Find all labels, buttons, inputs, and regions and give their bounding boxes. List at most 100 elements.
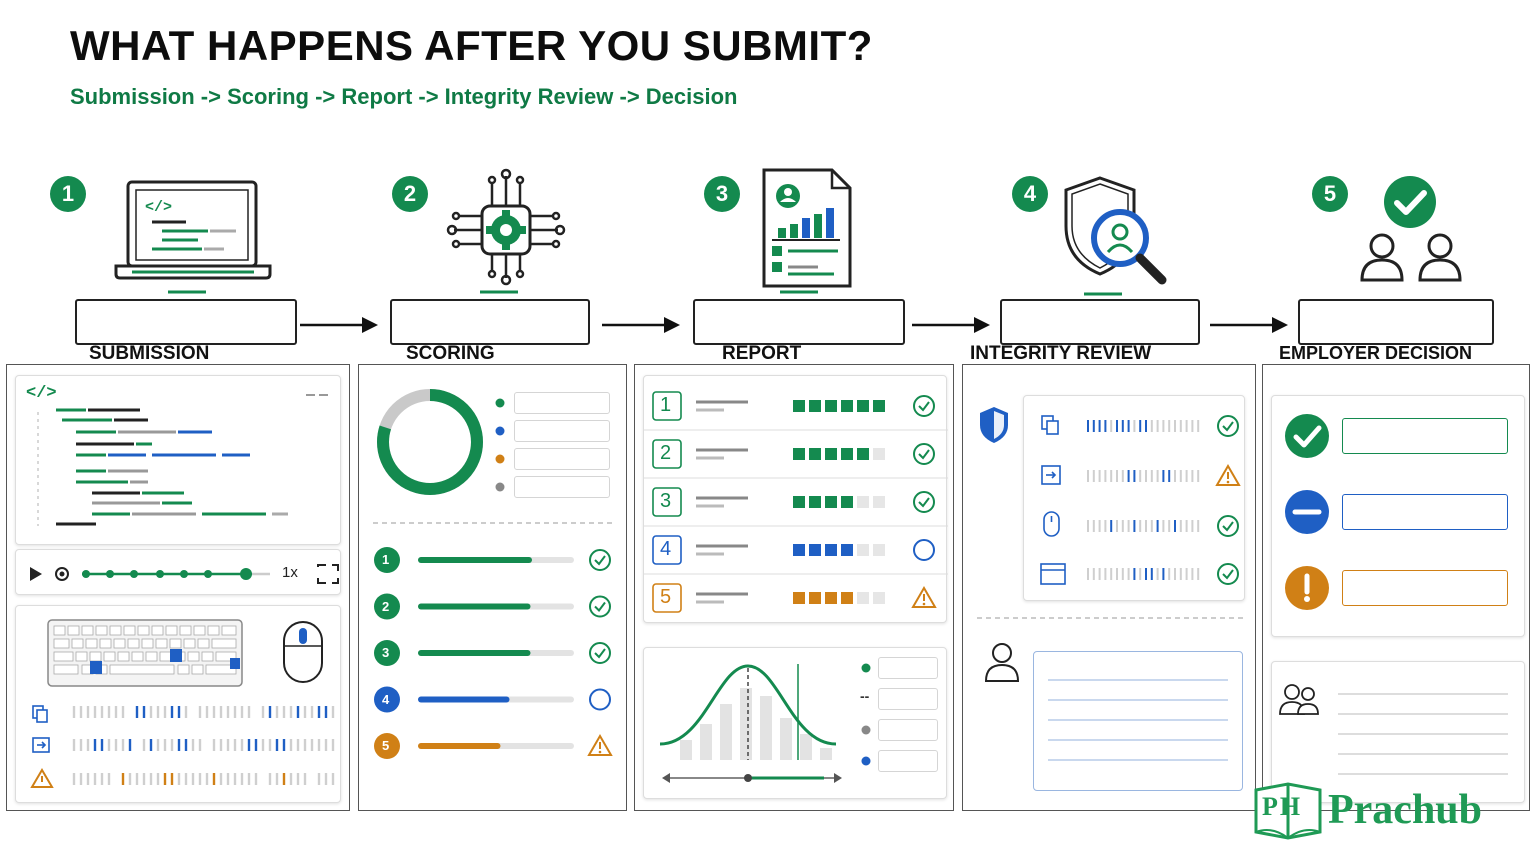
score-row-badge bbox=[374, 593, 400, 620]
check-circle-icon bbox=[1217, 515, 1239, 537]
report-level-square bbox=[857, 400, 869, 412]
check-circle-icon bbox=[589, 642, 611, 664]
mouse-icon bbox=[283, 621, 323, 683]
arrow-right-icon bbox=[300, 317, 378, 333]
activity-card bbox=[15, 605, 341, 803]
score-row-number: 3 bbox=[382, 645, 390, 660]
stage-2-box bbox=[390, 299, 590, 345]
score-row-badge bbox=[374, 640, 400, 666]
gear-circuit-icon bbox=[444, 168, 568, 296]
stage-1-number: 1 bbox=[50, 176, 86, 212]
report-level-square bbox=[809, 448, 821, 460]
copy-icon bbox=[1041, 415, 1059, 435]
report-level-square bbox=[809, 592, 821, 604]
report-level-square bbox=[873, 496, 885, 508]
report-level-square bbox=[825, 448, 837, 460]
report-level-square bbox=[841, 496, 853, 508]
report-level-square bbox=[857, 544, 869, 556]
check-circle-icon bbox=[1217, 415, 1239, 437]
warning-icon bbox=[587, 734, 613, 756]
report-level-square bbox=[793, 496, 805, 508]
people-check-icon bbox=[1352, 172, 1472, 286]
score-row-number: 4 bbox=[382, 691, 390, 707]
alert-icon bbox=[1285, 566, 1329, 610]
report-level-square bbox=[857, 448, 869, 460]
submission-panel: </> bbox=[6, 364, 350, 811]
score-row-number: 2 bbox=[382, 598, 390, 614]
open-circle-icon bbox=[589, 688, 611, 711]
warning-icon bbox=[30, 768, 54, 788]
report-level-square bbox=[841, 544, 853, 556]
stage-2-label: SCORING bbox=[406, 343, 495, 364]
team-notes-card bbox=[1271, 661, 1525, 803]
code-lines bbox=[37, 394, 330, 526]
hold-icon bbox=[1285, 490, 1329, 534]
keyboard-icon bbox=[47, 619, 243, 687]
report-level-square bbox=[841, 448, 853, 460]
report-row-badge bbox=[652, 535, 682, 565]
brand-badge: PH bbox=[1262, 792, 1303, 821]
report-level-square bbox=[825, 400, 837, 412]
hold-field[interactable] bbox=[1342, 494, 1508, 530]
alert-field[interactable] bbox=[1342, 570, 1508, 606]
report-level-square bbox=[873, 592, 885, 604]
report-row-number: 1 bbox=[660, 394, 672, 416]
arrow-right-icon bbox=[602, 317, 680, 333]
fullscreen-icon bbox=[317, 564, 339, 584]
open-circle-icon bbox=[913, 539, 935, 561]
scoring-panel: 1 2 3 4 5 bbox=[358, 364, 627, 811]
report-level-square bbox=[809, 544, 821, 556]
decision-panel bbox=[1262, 364, 1530, 811]
brand-name: Prachub bbox=[1328, 787, 1483, 833]
score-donut bbox=[377, 389, 483, 495]
report-level-square bbox=[825, 496, 837, 508]
distribution-card: -- bbox=[643, 647, 947, 799]
copy-icon bbox=[32, 705, 48, 723]
mouse-icon bbox=[1043, 511, 1060, 537]
brand-logo: PH Prachub bbox=[1252, 780, 1512, 840]
review-notes-box bbox=[1033, 651, 1243, 791]
decision-options-card bbox=[1271, 395, 1525, 637]
legend-dash: -- bbox=[860, 688, 870, 704]
report-level-square bbox=[873, 448, 885, 460]
warning-icon bbox=[911, 586, 937, 608]
playback-speed[interactable]: 1x bbox=[282, 564, 298, 581]
stage-5-number: 5 bbox=[1312, 176, 1348, 212]
check-circle-icon bbox=[913, 443, 935, 465]
distribution-chart bbox=[659, 663, 871, 783]
check-circle-icon bbox=[913, 395, 935, 417]
paste-icon bbox=[32, 737, 50, 753]
play-icon bbox=[30, 567, 42, 581]
check-circle-icon bbox=[589, 549, 611, 571]
arrow-right-icon bbox=[912, 317, 990, 333]
report-level-square bbox=[793, 544, 805, 556]
paste-icon bbox=[1041, 465, 1061, 485]
stage-3-label: REPORT bbox=[722, 343, 802, 364]
svg-text:</>: </> bbox=[145, 199, 172, 216]
stage-5-box bbox=[1298, 299, 1494, 345]
report-level-square bbox=[841, 400, 853, 412]
page-subtitle: Submission -> Scoring -> Report -> Integ… bbox=[70, 84, 738, 109]
stage-4-box bbox=[1000, 299, 1200, 345]
stage-1-box bbox=[75, 299, 297, 345]
stage-4-label: INTEGRITY REVIEW bbox=[970, 343, 1152, 364]
code-glyph: </> bbox=[26, 384, 57, 403]
score-row-number: 1 bbox=[382, 552, 390, 567]
score-row-badge bbox=[374, 547, 400, 573]
check-circle-icon bbox=[1217, 563, 1239, 585]
report-level-square bbox=[857, 496, 869, 508]
approve-field[interactable] bbox=[1342, 418, 1508, 454]
record-icon bbox=[55, 567, 69, 581]
report-row-badge bbox=[652, 487, 682, 517]
stage-3-number: 3 bbox=[704, 176, 740, 212]
warning-icon bbox=[1215, 464, 1241, 486]
report-row-number: 5 bbox=[660, 586, 672, 608]
score-row-badge bbox=[374, 733, 400, 759]
report-row-badge bbox=[652, 583, 682, 613]
reviewer-icon bbox=[984, 643, 1020, 682]
report-row-number: 4 bbox=[660, 538, 672, 560]
score-row-number: 5 bbox=[382, 738, 390, 753]
shield-search-icon bbox=[1062, 174, 1172, 298]
page-title: WHAT HAPPENS AFTER YOU SUBMIT? bbox=[70, 22, 873, 69]
report-level-square bbox=[873, 400, 885, 412]
